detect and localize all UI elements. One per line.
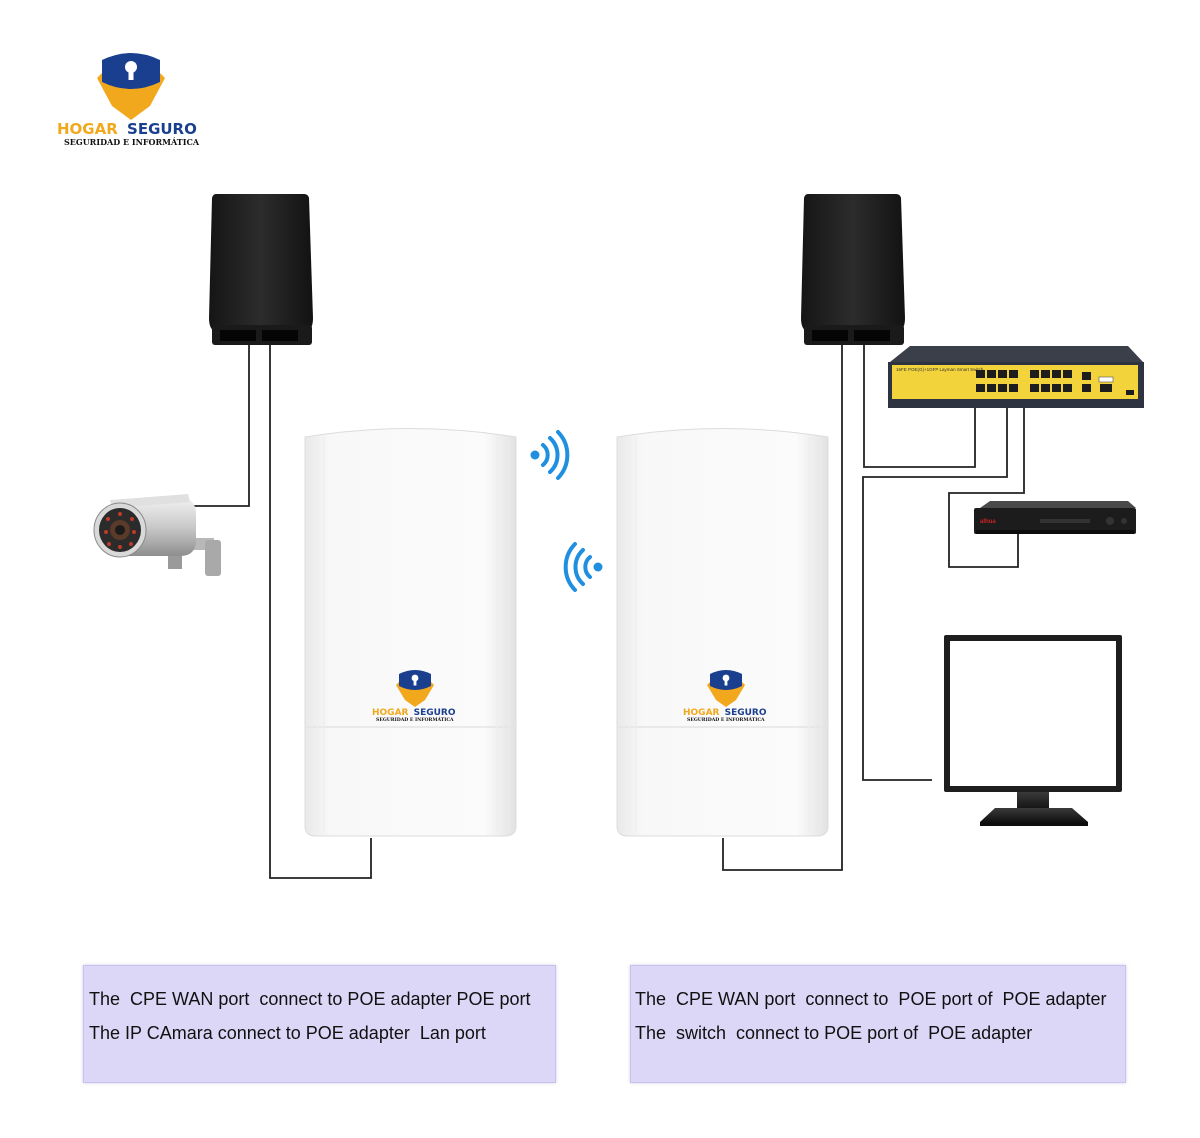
wifi-signal-right-icon	[530, 430, 570, 480]
cable-switch-to-nvr	[948, 406, 1025, 568]
brand-name-part2: SEGURO	[127, 120, 197, 138]
note-right-line-2: The switch connect to POE port of POE ad…	[635, 1023, 1033, 1043]
lan-port	[854, 330, 890, 341]
note-box-left: The CPE WAN port connect to POE adapter …	[83, 965, 556, 1083]
brand-logo: HOGAR SEGURO SEGURIDAD E INFORMÁTICA	[57, 53, 200, 147]
lan-port	[262, 330, 298, 341]
note-box-right: The CPE WAN port connect to POE port of …	[630, 965, 1126, 1083]
nvr-brand-label: alhua	[980, 519, 996, 525]
switch-ports	[976, 370, 1112, 392]
logo-name-part1: HOGAR	[683, 708, 720, 718]
poe-port	[220, 330, 256, 341]
shield-lock-icon	[396, 670, 434, 707]
monitor-display	[944, 635, 1122, 826]
shield-lock-icon	[707, 670, 745, 707]
cpe-device-left: HOGAR SEGURO SEGURIDAD E INFORMÁTICA	[304, 428, 517, 837]
monitor-screen	[950, 641, 1116, 786]
logo-name-part2: SEGURO	[725, 708, 767, 718]
brand-tagline: SEGURIDAD E INFORMÁTICA	[64, 137, 200, 147]
ip-camera	[93, 494, 221, 576]
brand-name-part1: HOGAR	[57, 120, 118, 138]
logo-name-part1: HOGAR	[372, 708, 409, 718]
cable-poe-to-switch	[863, 336, 976, 468]
cables	[190, 335, 1025, 879]
note-right-line-1: The CPE WAN port connect to POE port of …	[635, 989, 1107, 1009]
cable-poe-to-camera	[190, 335, 250, 507]
poe-switch: 16FE POE(G)+1GFP Layman Smart Switch	[888, 346, 1144, 408]
logo-tagline: SEGURIDAD E INFORMÁTICA	[687, 716, 765, 723]
cpe-right-logo: HOGAR SEGURO SEGURIDAD E INFORMÁTICA	[683, 670, 767, 723]
svg-text:HOGAR SEGURO: HOGAR SEGURO	[372, 708, 456, 718]
poe-adapter-left	[209, 194, 313, 345]
switch-label: 16FE POE(G)+1GFP Layman Smart Switch	[896, 367, 984, 372]
poe-adapter-right	[801, 194, 905, 345]
svg-text:HOGAR SEGURO: HOGAR SEGURO	[683, 708, 767, 718]
note-left-line-1: The CPE WAN port connect to POE adapter …	[89, 989, 531, 1009]
poe-port	[812, 330, 848, 341]
cpe-device-right: HOGAR SEGURO SEGURIDAD E INFORMÁTICA	[616, 428, 829, 837]
note-left-line-2: The IP CAmara connect to POE adapter Lan…	[89, 1023, 486, 1043]
logo-tagline: SEGURIDAD E INFORMÁTICA	[376, 716, 454, 723]
nvr-recorder: alhua	[974, 501, 1136, 534]
cable-switch-to-monitor	[862, 406, 1008, 781]
shield-lock-icon	[97, 53, 165, 120]
cpe-left-logo: HOGAR SEGURO SEGURIDAD E INFORMÁTICA	[372, 670, 456, 723]
cable-poe-to-cpe-left	[269, 335, 372, 879]
logo-name-part2: SEGURO	[414, 708, 456, 718]
cable-poe-to-cpe-right	[722, 336, 843, 871]
svg-text:HOGAR SEGURO: HOGAR SEGURO	[57, 120, 197, 138]
wifi-signal-left-icon	[563, 542, 603, 592]
